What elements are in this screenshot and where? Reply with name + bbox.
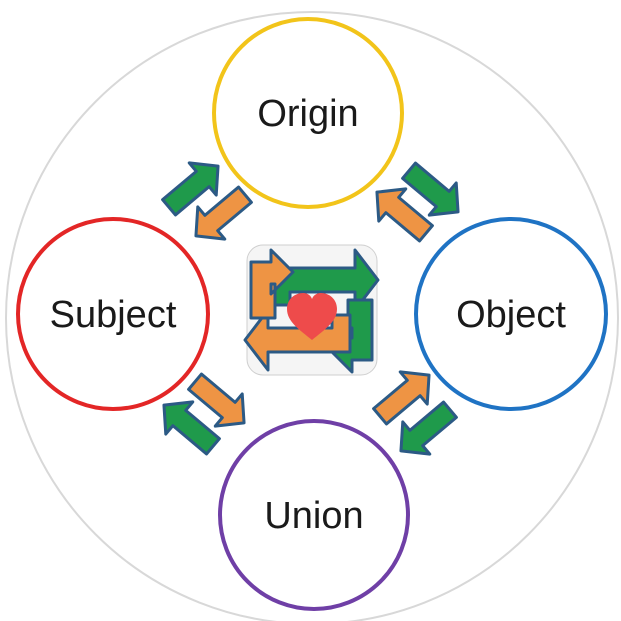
object-label: Object — [456, 294, 566, 336]
cycle-arrow-orange-up-icon — [249, 248, 295, 320]
union-label: Union — [264, 495, 363, 537]
union-circle — [218, 419, 410, 611]
center-cycle-icon — [243, 244, 380, 376]
subject-circle — [16, 217, 210, 411]
object-circle — [414, 217, 608, 411]
origin-circle — [212, 17, 404, 209]
subject-label: Subject — [50, 294, 177, 336]
node-origin: Origin — [212, 17, 404, 209]
origin-label: Origin — [257, 93, 358, 135]
node-union: Union — [218, 419, 410, 611]
heart-icon — [287, 293, 337, 340]
node-subject: Subject — [16, 217, 210, 411]
node-object: Object — [414, 217, 608, 411]
